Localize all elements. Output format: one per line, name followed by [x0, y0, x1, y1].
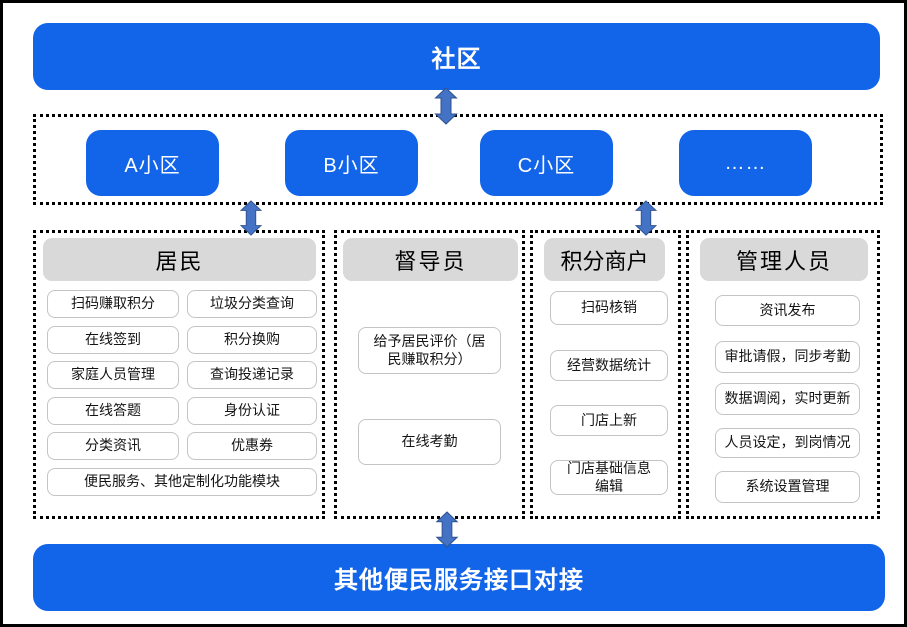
column-supervisor-header: 督导员 [343, 238, 518, 281]
feature-box: 家庭人员管理 [47, 361, 179, 389]
district-label: …… [724, 151, 767, 174]
district-label: A小区 [124, 154, 181, 177]
feature-box: 数据调阅，实时更新 [715, 383, 860, 415]
feature-box: 扫码赚取积分 [47, 290, 179, 318]
community-banner-label: 社区 [431, 46, 482, 73]
feature-box: 身份认证 [187, 397, 317, 425]
feature-label: 资讯发布 [759, 301, 816, 318]
community-banner: 社区 [33, 23, 880, 90]
column-title: 积分商户 [560, 248, 649, 274]
feature-label: 系统设置管理 [745, 478, 830, 495]
feature-box: 在线签到 [47, 326, 179, 354]
feature-label: 在线签到 [85, 331, 141, 348]
feature-box: 扫码核销 [550, 291, 668, 325]
column-supervisor: 督导员 给予居民评价（居 民赚取积分） 在线考勤 [334, 230, 525, 519]
column-admin: 管理人员 资讯发布 审批请假，同步考勤 数据调阅，实时更新 人员设定，到岗情况 … [686, 230, 880, 519]
double-arrow-icon [434, 87, 458, 125]
feature-box: 在线考勤 [358, 419, 501, 465]
feature-label: 给予居民评价（居 民赚取积分） [373, 333, 486, 367]
district-box-b: B小区 [285, 130, 418, 196]
column-title: 管理人员 [735, 248, 832, 274]
feature-label: 在线答题 [85, 402, 141, 419]
feature-box: 审批请假，同步考勤 [715, 341, 860, 373]
feature-label: 门店上新 [581, 411, 637, 428]
feature-label: 经营数据统计 [567, 356, 651, 373]
feature-box: 积分换购 [187, 326, 317, 354]
feature-label: 扫码核销 [581, 299, 637, 316]
feature-box: 经营数据统计 [550, 350, 668, 381]
feature-box: 便民服务、其他定制化功能模块 [47, 468, 317, 496]
double-arrow-icon [634, 200, 658, 236]
feature-box: 分类资讯 [47, 432, 179, 460]
double-arrow-icon [239, 200, 263, 236]
feature-label: 人员设定，到岗情况 [724, 434, 851, 451]
feature-box: 门店基础信息 编辑 [550, 460, 668, 495]
districts-container: A小区 B小区 C小区 …… [33, 114, 883, 205]
feature-label: 在线考勤 [401, 433, 458, 450]
column-merchant: 积分商户 扫码核销 经营数据统计 门店上新 门店基础信息 编辑 [530, 230, 681, 519]
feature-box: 人员设定，到岗情况 [715, 428, 860, 458]
double-arrow-icon [435, 511, 459, 548]
feature-label: 垃圾分类查询 [210, 295, 294, 312]
column-title: 居民 [155, 248, 204, 274]
district-label: B小区 [323, 154, 380, 177]
feature-box: 查询投递记录 [187, 361, 317, 389]
feature-box: 垃圾分类查询 [187, 290, 317, 318]
services-banner-label: 其他便民服务接口对接 [334, 567, 584, 594]
feature-box: 优惠券 [187, 432, 317, 460]
column-title: 督导员 [394, 248, 467, 274]
feature-label: 查询投递记录 [210, 366, 294, 383]
feature-label: 门店基础信息 编辑 [567, 460, 651, 494]
feature-box: 在线答题 [47, 397, 179, 425]
feature-label: 审批请假，同步考勤 [724, 348, 851, 365]
district-box-more: …… [679, 130, 812, 196]
column-admin-header: 管理人员 [700, 238, 868, 281]
district-label: C小区 [517, 154, 576, 177]
feature-box: 门店上新 [550, 405, 668, 436]
feature-label: 便民服务、其他定制化功能模块 [84, 473, 280, 490]
feature-box: 给予居民评价（居 民赚取积分） [358, 327, 501, 374]
feature-box: 资讯发布 [715, 295, 860, 326]
district-box-c: C小区 [480, 130, 613, 196]
column-merchant-header: 积分商户 [544, 238, 665, 281]
feature-label: 身份认证 [224, 402, 280, 419]
district-box-a: A小区 [86, 130, 219, 196]
feature-label: 数据调阅，实时更新 [724, 390, 851, 407]
column-residents-header: 居民 [43, 238, 316, 281]
feature-label: 积分换购 [224, 331, 280, 348]
feature-label: 分类资讯 [85, 437, 141, 454]
feature-label: 扫码赚取积分 [71, 295, 155, 312]
feature-label: 家庭人员管理 [71, 366, 155, 383]
feature-box: 系统设置管理 [715, 471, 860, 503]
column-residents: 居民 扫码赚取积分 垃圾分类查询 在线签到 积分换购 家庭人员管理 查询投递记录… [33, 230, 325, 519]
feature-label: 优惠券 [231, 437, 273, 454]
services-banner: 其他便民服务接口对接 [33, 544, 885, 611]
